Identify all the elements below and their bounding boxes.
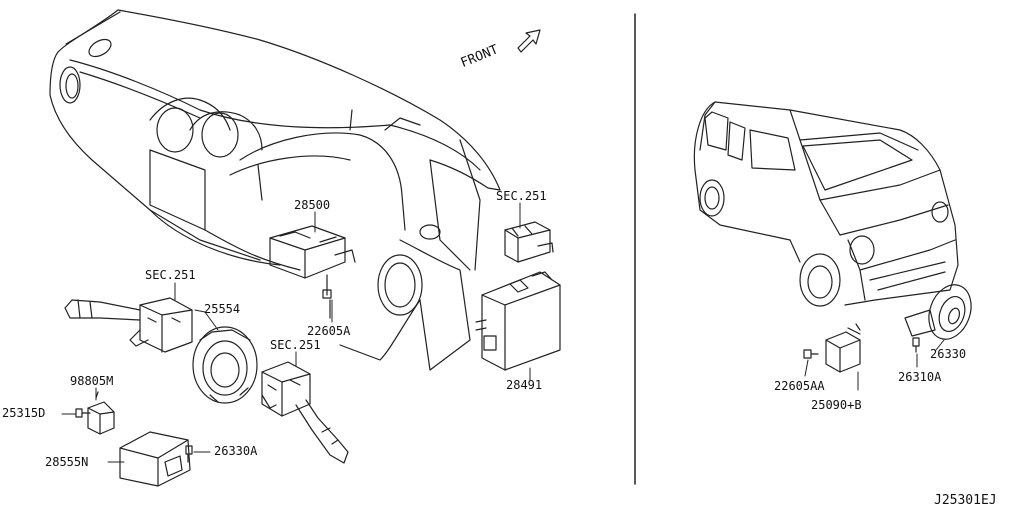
label-25554: 25554 <box>204 302 241 316</box>
part-98805M-sensor <box>87 391 115 435</box>
label-28500: 28500 <box>294 198 331 212</box>
label-25315D: 25315D <box>2 406 46 420</box>
part-25090B-relay <box>825 323 861 373</box>
combination-switch-left <box>64 297 193 353</box>
instrument-panel-drawing <box>49 9 501 371</box>
label-28555N: 28555N <box>45 455 89 469</box>
label-22605AA: 22605AA <box>774 379 825 393</box>
label-26330: 26330 <box>930 347 967 361</box>
part-26310A-bolt <box>912 337 920 353</box>
drawing-code: J25301EJ <box>934 493 997 508</box>
label-sec251-mid: SEC.251 <box>270 338 321 352</box>
front-arrow-icon <box>517 29 541 53</box>
part-26330-horn <box>904 284 972 340</box>
part-28500-module <box>269 225 356 279</box>
label-26330A: 26330A <box>214 444 258 458</box>
label-28491: 28491 <box>506 378 543 392</box>
part-22605A-screw <box>322 274 332 319</box>
label-25090B: 25090+B <box>811 398 862 412</box>
vehicle-drawing <box>693 101 959 307</box>
label-sec251-right: SEC.251 <box>496 189 547 203</box>
part-25554-spiral-cable <box>192 326 258 404</box>
label-sec251-left: SEC.251 <box>145 268 196 282</box>
part-25315D-bolt <box>75 408 91 418</box>
part-28555N-airbag-unit <box>119 431 191 487</box>
combination-switch-right <box>261 361 349 464</box>
part-22605AA-bolt <box>803 349 819 359</box>
part-26330A-bolt <box>185 445 193 463</box>
sec251-right-connector <box>504 221 554 263</box>
leader-lines <box>61 202 945 463</box>
label-98805M: 98805M <box>70 374 114 388</box>
part-28491-control-unit <box>475 271 561 371</box>
label-22605A: 22605A <box>307 324 351 338</box>
label-26310A: 26310A <box>898 370 942 384</box>
